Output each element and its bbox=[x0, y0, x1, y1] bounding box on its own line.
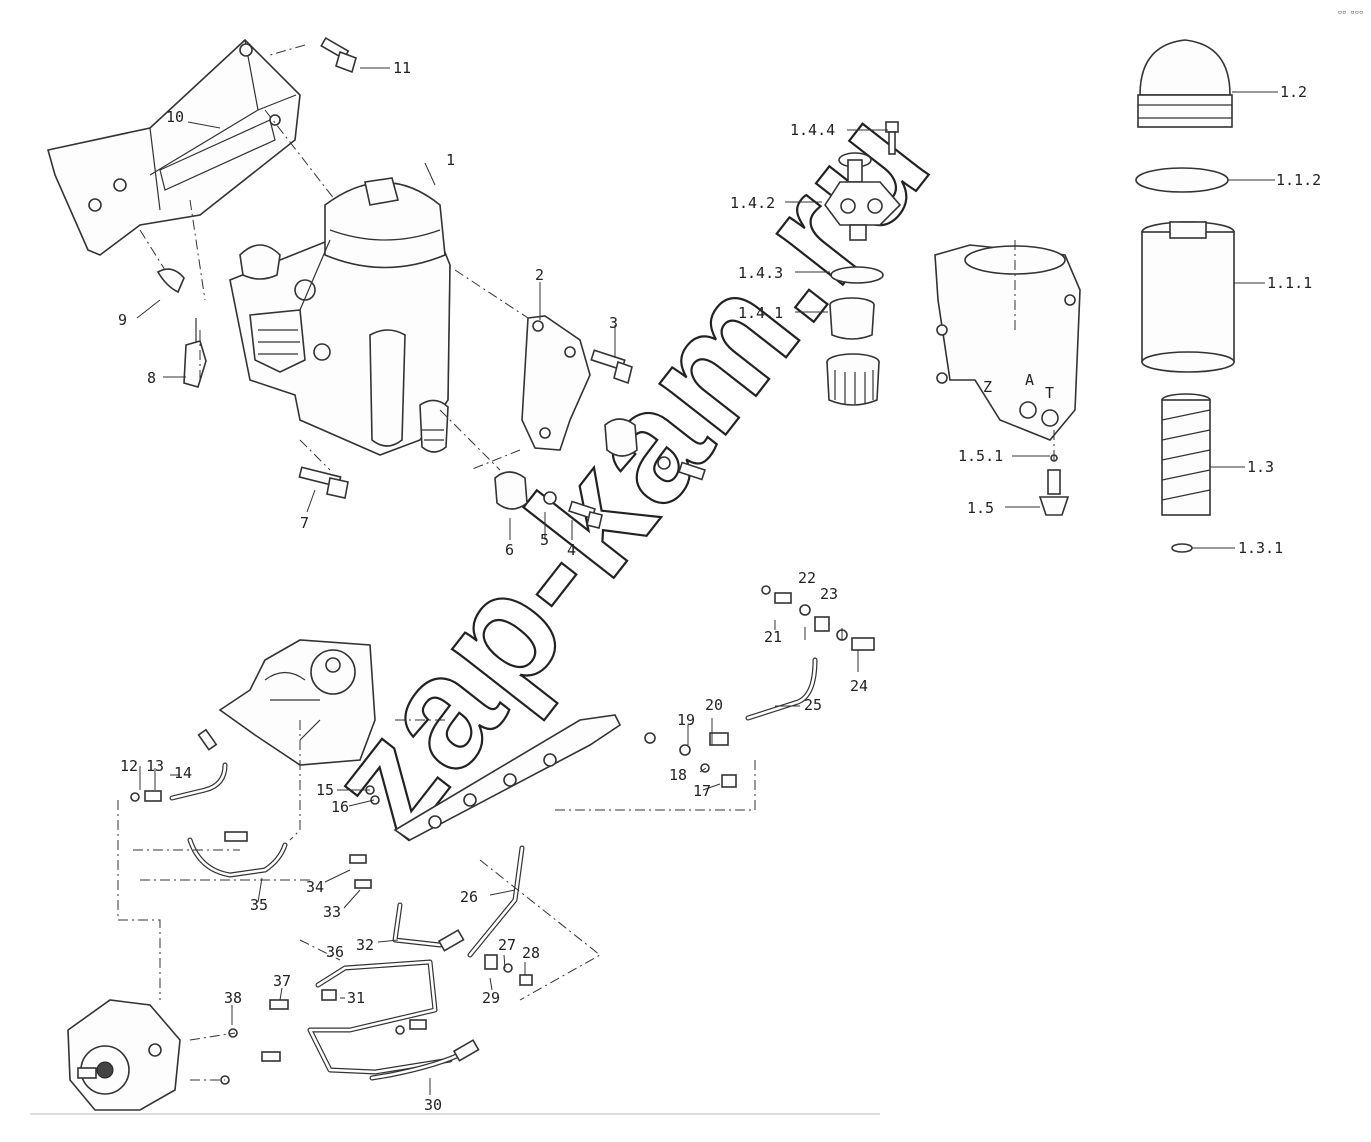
label-1-4-3: 1.4.3 bbox=[738, 264, 783, 282]
strainer-1-4-1 bbox=[829, 297, 875, 340]
label-10: 10 bbox=[166, 108, 184, 126]
seal-1-3-1 bbox=[1171, 543, 1193, 553]
label-1-4-1: 1.4.1 bbox=[738, 304, 783, 322]
label-25: 25 bbox=[804, 696, 822, 714]
drain-plug-1-5 bbox=[1038, 454, 1070, 516]
label-17: 17 bbox=[693, 782, 711, 800]
label-36: 36 bbox=[326, 943, 344, 961]
mounting-bracket bbox=[47, 38, 301, 256]
label-1-4-4: 1.4.4 bbox=[790, 121, 835, 139]
label-30: 30 bbox=[424, 1096, 442, 1114]
bolt-11 bbox=[320, 36, 357, 74]
label-2: 2 bbox=[535, 266, 544, 284]
cup-filter bbox=[826, 353, 880, 406]
label-20: 20 bbox=[705, 696, 723, 714]
strainer-1-3 bbox=[1161, 393, 1211, 516]
label-21: 21 bbox=[764, 628, 782, 646]
screw-1-4-4 bbox=[885, 121, 899, 155]
label-24: 24 bbox=[850, 677, 868, 695]
label-15: 15 bbox=[316, 781, 334, 799]
washer-5 bbox=[543, 456, 671, 505]
filter-element-1-1-1 bbox=[1141, 221, 1235, 373]
label-1-4-2: 1.4.2 bbox=[730, 194, 775, 212]
label-37: 37 bbox=[273, 972, 291, 990]
oring-1-1-2 bbox=[1135, 167, 1229, 193]
label-1-1-1: 1.1.1 bbox=[1267, 274, 1312, 292]
hand-pump-1-4-2 bbox=[824, 152, 902, 241]
label-4: 4 bbox=[567, 541, 576, 559]
label-35: 35 bbox=[250, 896, 268, 914]
label-33: 33 bbox=[323, 903, 341, 921]
bolt-3 bbox=[590, 349, 633, 385]
label-32: 32 bbox=[356, 936, 374, 954]
clamp-8 bbox=[183, 318, 207, 388]
housing-letter-t: T bbox=[1045, 384, 1054, 402]
label-1-3: 1.3 bbox=[1247, 458, 1274, 476]
label-18: 18 bbox=[669, 766, 687, 784]
callout-labels: 11 1 10 9 8 2 3 7 6 5 4 1.4.4 1.4.2 1.4.… bbox=[118, 59, 1321, 1114]
housing-letter-z: Z bbox=[983, 378, 992, 396]
label-1-3-1: 1.3.1 bbox=[1238, 539, 1283, 557]
label-1-5-1: 1.5.1 bbox=[958, 447, 1003, 465]
label-11: 11 bbox=[393, 59, 411, 77]
label-6: 6 bbox=[505, 541, 514, 559]
label-19: 19 bbox=[677, 711, 695, 729]
clamp-9 bbox=[156, 268, 185, 294]
cap-1-2 bbox=[1137, 39, 1233, 128]
label-8: 8 bbox=[147, 369, 156, 387]
oring-1-4-3 bbox=[830, 266, 884, 284]
clamp-6 bbox=[494, 418, 638, 510]
leader-lines bbox=[136, 67, 1278, 1095]
label-5: 5 bbox=[540, 531, 549, 549]
label-1-5: 1.5 bbox=[967, 499, 994, 517]
upper-filter-assembly bbox=[218, 639, 376, 766]
label-1-1-2: 1.1.2 bbox=[1276, 171, 1321, 189]
label-13: 13 bbox=[146, 757, 164, 775]
fittings bbox=[130, 585, 875, 1085]
label-38: 38 bbox=[224, 989, 242, 1007]
label-34: 34 bbox=[306, 878, 324, 896]
label-26: 26 bbox=[460, 888, 478, 906]
label-12: 12 bbox=[120, 757, 138, 775]
corner-mark: ▫▫ ▫▫▫ bbox=[1338, 8, 1363, 16]
bolt-4 bbox=[568, 461, 706, 529]
filter-housing-body: Z A T bbox=[934, 244, 1081, 441]
label-22: 22 bbox=[798, 569, 816, 587]
label-14: 14 bbox=[174, 764, 192, 782]
label-28: 28 bbox=[522, 944, 540, 962]
label-1-2: 1.2 bbox=[1280, 83, 1307, 101]
label-1: 1 bbox=[446, 151, 455, 169]
label-9: 9 bbox=[118, 311, 127, 329]
label-27: 27 bbox=[498, 936, 516, 954]
bolt-7 bbox=[298, 466, 349, 499]
fuel-filter-housing bbox=[229, 177, 451, 456]
bracket-2 bbox=[521, 315, 591, 451]
label-3: 3 bbox=[609, 314, 618, 332]
label-31: 31 bbox=[347, 989, 365, 1007]
label-16: 16 bbox=[331, 798, 349, 816]
label-23: 23 bbox=[820, 585, 838, 603]
high-pressure-pump bbox=[67, 999, 181, 1111]
label-29: 29 bbox=[482, 989, 500, 1007]
housing-letter-a: A bbox=[1025, 371, 1034, 389]
rail-assembly bbox=[393, 714, 622, 841]
label-7: 7 bbox=[300, 514, 309, 532]
